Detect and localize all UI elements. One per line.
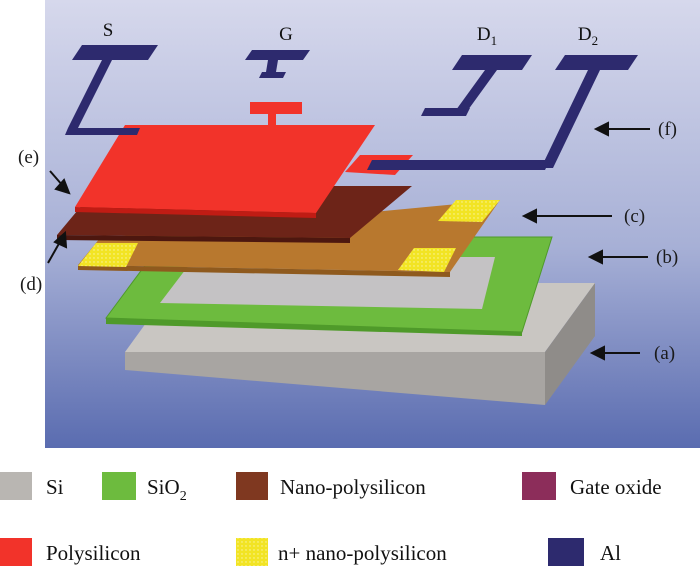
- terminal-label-d2: D2: [578, 24, 598, 48]
- legend-label-n-plus: n+ nano-polysilicon: [278, 541, 447, 565]
- callout-a: (a): [654, 343, 675, 364]
- n-plus-contact-bottom-right: [398, 248, 456, 272]
- legend-label-si: Si: [46, 475, 64, 499]
- callout-b: (b): [656, 247, 678, 268]
- terminal-label-s: S: [103, 20, 114, 41]
- terminal-label-g: G: [279, 24, 293, 45]
- legend-label-polysilicon: Polysilicon: [46, 541, 141, 565]
- terminal-s-pad: [72, 45, 158, 60]
- n-plus-contact-top-right: [438, 200, 500, 222]
- legend-label-gate-oxide: Gate oxide: [570, 475, 662, 499]
- legend-label-sio2: SiO2: [147, 475, 187, 504]
- legend-label-nano-polysilicon: Nano-polysilicon: [280, 475, 426, 499]
- legend-swatch-sio2: [102, 472, 136, 500]
- legend-swatch-al: [548, 538, 584, 566]
- terminal-g-pad: [245, 50, 310, 60]
- legend-swatch-polysilicon: [0, 538, 32, 566]
- callout-d: (d): [20, 274, 42, 295]
- legend-swatch-gate-oxide: [522, 472, 556, 500]
- terminal-label-d1: D1: [477, 24, 497, 48]
- callout-c: (c): [624, 206, 645, 227]
- al-interconnects: [65, 45, 638, 170]
- legend-swatch-nano-polysilicon: [236, 472, 268, 500]
- legend: Si SiO2 Nano-polysilicon Gate oxide Poly…: [0, 472, 662, 566]
- legend-label-al: Al: [600, 541, 621, 565]
- callout-e: (e): [18, 147, 39, 168]
- n-plus-contact-left: [78, 243, 138, 267]
- legend-swatch-si: [0, 472, 32, 500]
- terminal-d1-pad: [452, 55, 532, 70]
- legend-swatch-n-plus: [236, 538, 268, 566]
- callout-f: (f): [658, 119, 677, 140]
- terminal-d2-pad: [555, 55, 638, 70]
